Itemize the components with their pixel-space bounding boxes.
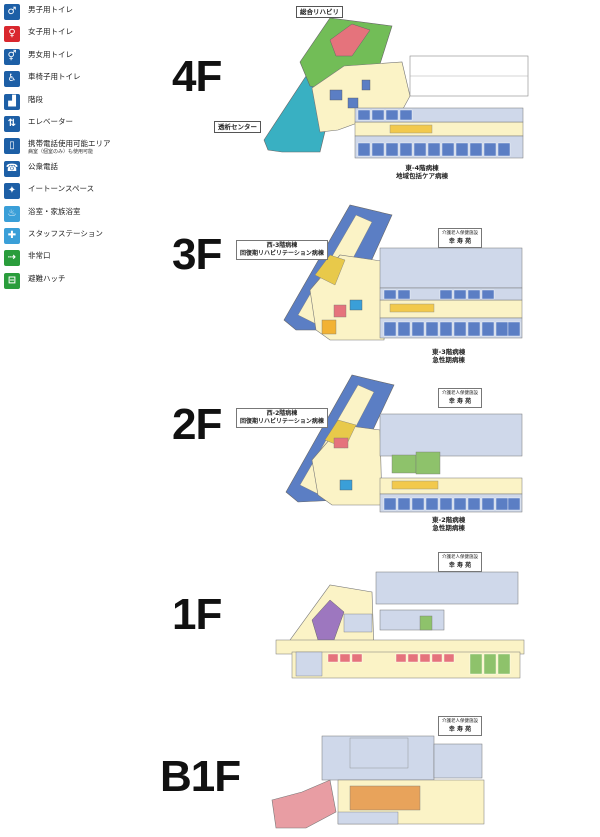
legend-label: 車椅子用トイレ <box>28 72 81 82</box>
callout-4f-east-line2: 地域包括ケア病棟 <box>396 172 448 180</box>
legend-label: 階段 <box>28 94 43 104</box>
callout-3f-west: 西-3階病棟 回復期リハビリテーション病棟 <box>236 240 328 260</box>
floor-label-4f: 4F <box>172 52 222 101</box>
callout-2f-connector: 介護老人保健施設 幸 寿 苑 <box>438 388 482 408</box>
wheelchair-toilet-icon: ♿ <box>4 71 20 88</box>
legend-label: イートーンスペース <box>28 184 95 194</box>
callout-3f-east-line1: 東-3階病棟 <box>432 348 466 356</box>
callout-b1f-connector-line1: 介護老人保健施設 <box>442 719 478 724</box>
map-legend: ♂ 男子用トイレ ♀ 女子用トイレ ⚥ 男女用トイレ ♿ 車椅子用トイレ ▟ 階段 ⇅ エレベーター ▯… <box>4 4 154 295</box>
callout-b1f-connector: 介護老人保健施設 幸 寿 苑 <box>438 716 482 736</box>
callout-2f-east: 東-2階病棟 急性期病棟 <box>432 516 465 532</box>
legend-label: 携帯電話使用可能エリア <box>28 139 111 149</box>
callout-2f-connector-line2: 幸 寿 苑 <box>448 398 472 405</box>
callout-2f-west-line1: 西-2階病棟 <box>266 410 298 417</box>
legend-item-event-space: ✦ イートーンスペース <box>4 183 154 200</box>
mobile-phone-icon: ▯ <box>4 138 20 155</box>
legend-label: 女子用トイレ <box>28 27 73 37</box>
male-toilet-icon: ♂ <box>4 4 20 20</box>
callout-2f-east-line2: 急性期病棟 <box>432 524 465 532</box>
legend-label: 男女用トイレ <box>28 49 73 59</box>
callout-1f-connector-line2: 幸 寿 苑 <box>448 562 472 569</box>
callout-4f-dialysis: 透析センター <box>214 121 261 133</box>
emergency-exit-icon: ⇢ <box>4 250 20 267</box>
callout-3f-west-line1: 西-3階病棟 <box>266 242 298 249</box>
legend-item-unisex-toilet: ⚥ 男女用トイレ <box>4 48 154 65</box>
callout-1f-connector: 介護老人保健施設 幸 寿 苑 <box>438 552 482 572</box>
callout-1f-connector-line1: 介護老人保健施設 <box>442 555 478 560</box>
callout-b1f-connector-line2: 幸 寿 苑 <box>448 726 472 733</box>
public-phone-icon: ☎ <box>4 160 20 177</box>
callout-4f-east-line1: 東-4階病棟 <box>405 164 439 172</box>
callout-3f-east: 東-3階病棟 急性期病棟 <box>432 348 465 364</box>
legend-item-emergency-exit: ⇢ 非常口 <box>4 250 154 267</box>
callout-2f-east-line1: 東-2階病棟 <box>432 516 466 524</box>
stairs-icon: ▟ <box>4 93 20 110</box>
legend-item-mobile-phone: ▯ 携帯電話使用可能エリア病室（個室のみ）も使用可能 <box>4 138 154 156</box>
callout-3f-connector-line2: 幸 寿 苑 <box>448 238 472 245</box>
female-toilet-icon: ♀ <box>4 26 20 43</box>
legend-label: 男子用トイレ <box>28 5 73 14</box>
legend-item-public-phone: ☎ 公衆電話 <box>4 160 154 177</box>
legend-item-stairs: ▟ 階段 <box>4 93 154 110</box>
callout-3f-connector: 介護老人保健施設 幸 寿 苑 <box>438 228 482 248</box>
callout-3f-connector-line1: 介護老人保健施設 <box>442 231 478 236</box>
legend-label: 浴室・家族浴室 <box>28 206 81 216</box>
floor-plan-4f <box>263 17 529 159</box>
unisex-toilet-icon: ⚥ <box>4 48 20 65</box>
callout-2f-connector-line1: 介護老人保健施設 <box>442 391 478 396</box>
legend-item-wheelchair-toilet: ♿ 車椅子用トイレ <box>4 71 154 88</box>
legend-item-staff-station: ✚ スタッフステーション <box>4 227 154 244</box>
bath-icon: ♨ <box>4 205 20 222</box>
legend-label: 避難ハッチ <box>28 273 66 283</box>
legend-item-male-toilet: ♂ 男子用トイレ <box>4 4 154 20</box>
floor-label-1f: 1F <box>172 590 222 639</box>
legend-sublabel: 病室（個室のみ）も使用可能 <box>28 149 94 156</box>
callout-2f-west-line2: 回復期リハビリテーション病棟 <box>240 418 324 425</box>
legend-label: 公衆電話 <box>28 161 58 171</box>
legend-label: 非常口 <box>28 251 51 261</box>
callout-4f-rehab: 総合リハビリ <box>296 6 343 18</box>
callout-2f-west: 西-2階病棟 回復期リハビリテーション病棟 <box>236 408 328 428</box>
callout-3f-east-line2: 急性期病棟 <box>432 356 465 364</box>
floor-label-3f: 3F <box>172 230 222 279</box>
legend-item-female-toilet: ♀ 女子用トイレ <box>4 26 154 43</box>
floor-label-b1f: B1F <box>160 752 241 801</box>
floor-plan-2f <box>285 374 523 513</box>
floor-plan-b1f <box>271 735 485 829</box>
callout-3f-west-line2: 回復期リハビリテーション病棟 <box>240 250 324 257</box>
floor-label-2f: 2F <box>172 400 222 449</box>
legend-item-evacuation-hatch: ⊟ 避難ハッチ <box>4 272 154 289</box>
elevator-icon: ⇅ <box>4 115 20 132</box>
floor-plan-3f <box>283 204 523 341</box>
legend-label: エレベーター <box>28 116 73 126</box>
staff-station-icon: ✚ <box>4 227 20 244</box>
legend-item-bath: ♨ 浴室・家族浴室 <box>4 205 154 222</box>
legend-item-elevator: ⇅ エレベーター <box>4 115 154 132</box>
callout-4f-east: 東-4階病棟 地域包括ケア病棟 <box>396 164 448 180</box>
legend-label: スタッフステーション <box>28 228 103 238</box>
evacuation-hatch-icon: ⊟ <box>4 272 20 289</box>
event-space-icon: ✦ <box>4 183 20 200</box>
floor-plan-1f <box>275 571 525 679</box>
